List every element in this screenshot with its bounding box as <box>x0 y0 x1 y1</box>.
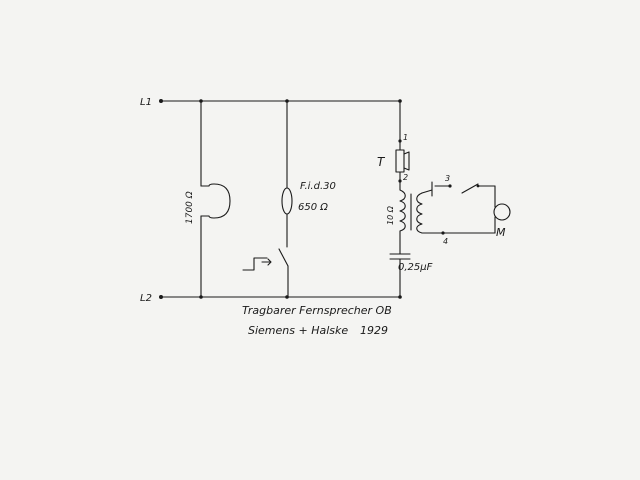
node-3-label: 3 <box>445 174 450 183</box>
receiver-icon <box>395 149 405 173</box>
ringer-branch: 1700 Ω <box>185 100 231 298</box>
terminal-l2-label: L2 <box>140 293 152 304</box>
microphone-icon <box>493 203 511 221</box>
terminal-l2-dot <box>159 295 163 299</box>
telephone-branch: 1 T 2 10 Ω 0,25μF 3 M 4 <box>377 100 511 298</box>
terminal-l1-dot <box>159 99 163 103</box>
secondary-coil-icon <box>416 192 423 234</box>
coil-ellipse <box>281 187 293 215</box>
hookswitch-label: F.i.d.30 <box>300 181 336 192</box>
microphone-label: M <box>496 226 506 239</box>
hookswitch-branch: F.i.d.30 650 Ω <box>242 100 336 298</box>
node-1-label: 1 <box>403 133 408 142</box>
mic-switch-contact <box>461 183 479 194</box>
hookswitch-resistance-label: 650 Ω <box>298 202 328 213</box>
ringer-resistance-label: 1700 Ω <box>185 191 195 224</box>
terminal-l1-label: L1 <box>140 97 152 108</box>
node-2-label: 2 <box>403 173 408 182</box>
capacitor-value-label: 0,25μF <box>398 262 433 273</box>
caption-year: 1929 <box>360 324 388 337</box>
receiver-label: T <box>377 155 386 169</box>
node-3-dot <box>448 184 452 188</box>
hook-lever-icon <box>242 257 268 271</box>
hook-switch-contact <box>278 248 289 267</box>
node-2-dot <box>398 179 402 183</box>
node-4-label: 4 <box>443 237 448 246</box>
node-1-dot <box>398 139 402 143</box>
caption-title: Tragbarer Fernsprecher OB <box>242 304 392 317</box>
caption-manufacturer: Siemens + Halske <box>248 324 348 337</box>
primary-coil-icon <box>399 189 406 232</box>
ringer-bell-icon <box>200 183 231 219</box>
coil-resistance-label: 10 Ω <box>386 205 395 225</box>
